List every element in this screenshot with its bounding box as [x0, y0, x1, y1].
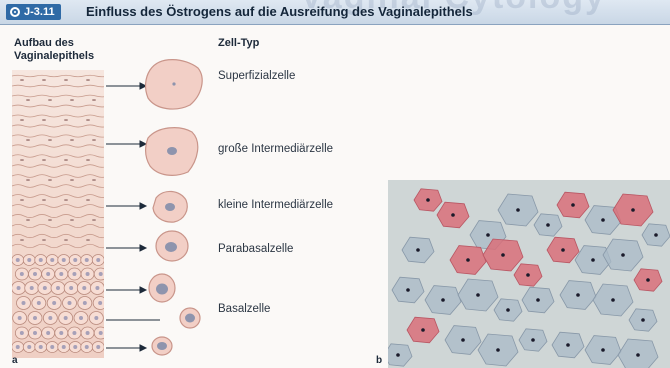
cell-label-small-intermediate: kleine Intermediärzelle: [218, 199, 333, 211]
cell-label-large-intermediate: große Intermediärzelle: [218, 143, 333, 155]
epithelium-header-line-2: Vaginalepithels: [14, 50, 94, 63]
epithelium-header-line-1: Aufbau des: [14, 37, 94, 50]
photomicrograph-cells: [388, 180, 670, 368]
panel-label-b: b: [376, 355, 382, 366]
cytology-photomicrograph: [388, 180, 670, 368]
cell-label-parabasal: Parabasalzelle: [218, 243, 293, 255]
figure-number-badge: J-3.11: [6, 4, 61, 20]
cell-drawings: [140, 50, 215, 360]
target-icon: [10, 7, 20, 17]
cell-type-header: Zell-Typ: [218, 37, 259, 50]
epithelium-illustration: [12, 70, 104, 358]
epithelium-header: Aufbau des Vaginalepithels: [14, 37, 94, 63]
figure-number: J-3.11: [24, 4, 55, 20]
figure-title: Einfluss des Östrogens auf die Ausreifun…: [86, 4, 473, 19]
cell-label-superficial: Superfizialzelle: [218, 70, 295, 82]
panel-label-a: a: [12, 355, 18, 366]
cell-label-basal: Basalzelle: [218, 303, 270, 315]
